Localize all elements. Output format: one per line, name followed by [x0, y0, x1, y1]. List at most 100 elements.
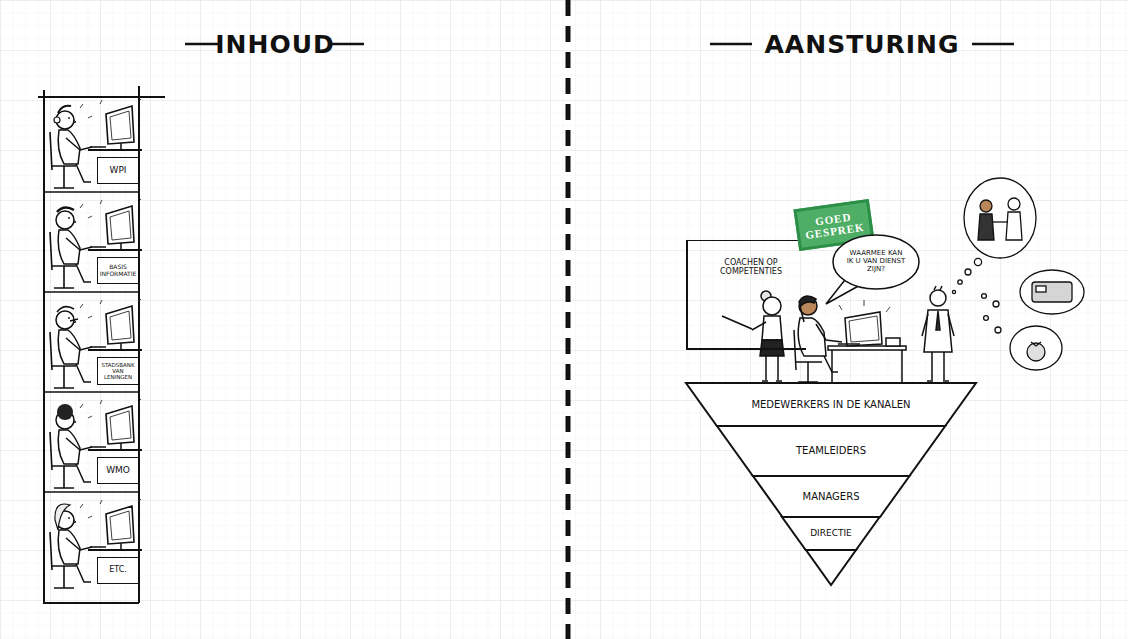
pyramid-band: DIRECTIE: [782, 517, 880, 550]
worker-figure: [54, 117, 60, 123]
thought-cloud: [952, 178, 1084, 370]
coach-figure: [722, 291, 784, 381]
desk-label: ETC.: [97, 557, 139, 584]
thought-cloud: [952, 290, 955, 293]
worker-figure: [58, 106, 71, 113]
section-heading: INHOUD: [215, 30, 334, 59]
manager-figure: [936, 311, 940, 330]
worker-figure: [50, 399, 142, 488]
title-dash: [330, 43, 364, 46]
coach-figure: [763, 297, 781, 315]
desk-computer: [886, 338, 900, 346]
thought-cloud: [1008, 198, 1020, 210]
worker-figure: [55, 504, 70, 530]
pyramid-band: MEDEWERKERS IN DE KANALEN: [686, 383, 976, 426]
employee-figure: [794, 296, 842, 382]
band-outline: [686, 383, 976, 426]
title-dash: [185, 43, 220, 46]
title-dash: [710, 43, 752, 46]
pyramid-band: TEAMLEIDERS: [717, 426, 945, 476]
employee-figure: [824, 356, 838, 372]
coach-figure: [762, 356, 782, 381]
bubble-outline: [833, 235, 919, 289]
node-text: COACHEN OP COMPETENTIES: [696, 259, 806, 277]
desk-computer: [838, 343, 860, 345]
column-frame: [38, 86, 165, 604]
desk-computer: [828, 300, 906, 383]
desk-label: WMO: [97, 457, 139, 484]
coach-figure: [752, 322, 766, 330]
node-text: DIRECTIE: [810, 528, 852, 538]
thought-cloud: [978, 214, 994, 240]
desk-computer: [845, 312, 882, 346]
band-outline: [782, 517, 880, 550]
node-text: MEDEWERKERS IN DE KANALEN: [751, 399, 910, 410]
thought-cloud: [1027, 343, 1045, 361]
band-outline: [753, 476, 909, 517]
thought-cloud: [1010, 326, 1062, 370]
thought-cloud: [980, 200, 992, 212]
thought-cloud: [965, 269, 971, 275]
desk-label: WPI: [97, 157, 139, 184]
employee-figure: [799, 296, 816, 306]
node-text: WAARMEE KAN IK U VAN DIENST ZIJN?: [846, 250, 906, 273]
desk-label: STADSBANK VAN LENINGEN: [97, 357, 139, 385]
desk-computer: [832, 350, 902, 383]
manager-figure: [934, 286, 942, 290]
node-text: STADSBANK VAN LENINGEN: [99, 362, 137, 380]
title-dash: [972, 43, 1014, 46]
worker-figure: [57, 207, 74, 212]
node-text: BASIS INFORMATIE: [99, 264, 137, 277]
worker-figure: [50, 99, 142, 188]
desk-computer: [849, 316, 879, 342]
thought-cloud: [1020, 270, 1084, 314]
worker-figure: [57, 404, 73, 420]
thought-cloud: [995, 327, 1001, 333]
pyramid-tip: [806, 550, 856, 585]
thought-cloud: [974, 258, 981, 265]
manager-figure: [930, 290, 946, 306]
employee-figure: [798, 318, 826, 356]
node-text: GOED GESPREK: [803, 209, 865, 242]
coach-figure: [762, 316, 782, 340]
divider-line: [566, 0, 571, 639]
coach-figure: [760, 340, 784, 356]
thought-cloud: [1032, 282, 1072, 302]
node-text: MANAGERS: [803, 491, 860, 502]
employee-figure: [816, 324, 842, 342]
speech-bubble: WAARMEE KAN IK U VAN DIENST ZIJN?: [832, 234, 920, 290]
band-outline: [717, 426, 945, 476]
desk-label: BASIS INFORMATIE: [97, 257, 139, 284]
column-frame: [38, 86, 165, 604]
node-text: TEAMLEIDERS: [796, 445, 866, 456]
worker-figure: [57, 307, 78, 321]
node-text: WMO: [106, 465, 130, 475]
desk-computer: [839, 300, 890, 312]
whiteboard: COACHEN OP COMPETENTIES: [686, 240, 806, 350]
manager-figure: [922, 286, 954, 381]
employee-figure: [800, 306, 804, 322]
thought-cloud: [984, 316, 989, 321]
thought-cloud: [1031, 342, 1041, 346]
thought-cloud: [992, 221, 1008, 222]
thought-cloud: [1006, 212, 1022, 240]
thought-cloud: [964, 178, 1036, 258]
manager-figure: [922, 314, 954, 381]
coach-figure: [722, 316, 752, 329]
thought-cloud: [982, 294, 987, 299]
manager-figure: [924, 310, 952, 352]
thought-cloud: [958, 280, 962, 284]
node-text: WPI: [110, 165, 127, 175]
section-heading: AANSTURING: [765, 30, 960, 59]
worker-figure: [50, 499, 142, 588]
worker-figure: [50, 199, 142, 288]
pyramid-band: MANAGERS: [753, 476, 909, 517]
thought-cloud: [1036, 286, 1046, 292]
node-text: ETC.: [109, 566, 127, 575]
worker-figure: [50, 99, 142, 588]
worker-figure: [50, 299, 142, 388]
